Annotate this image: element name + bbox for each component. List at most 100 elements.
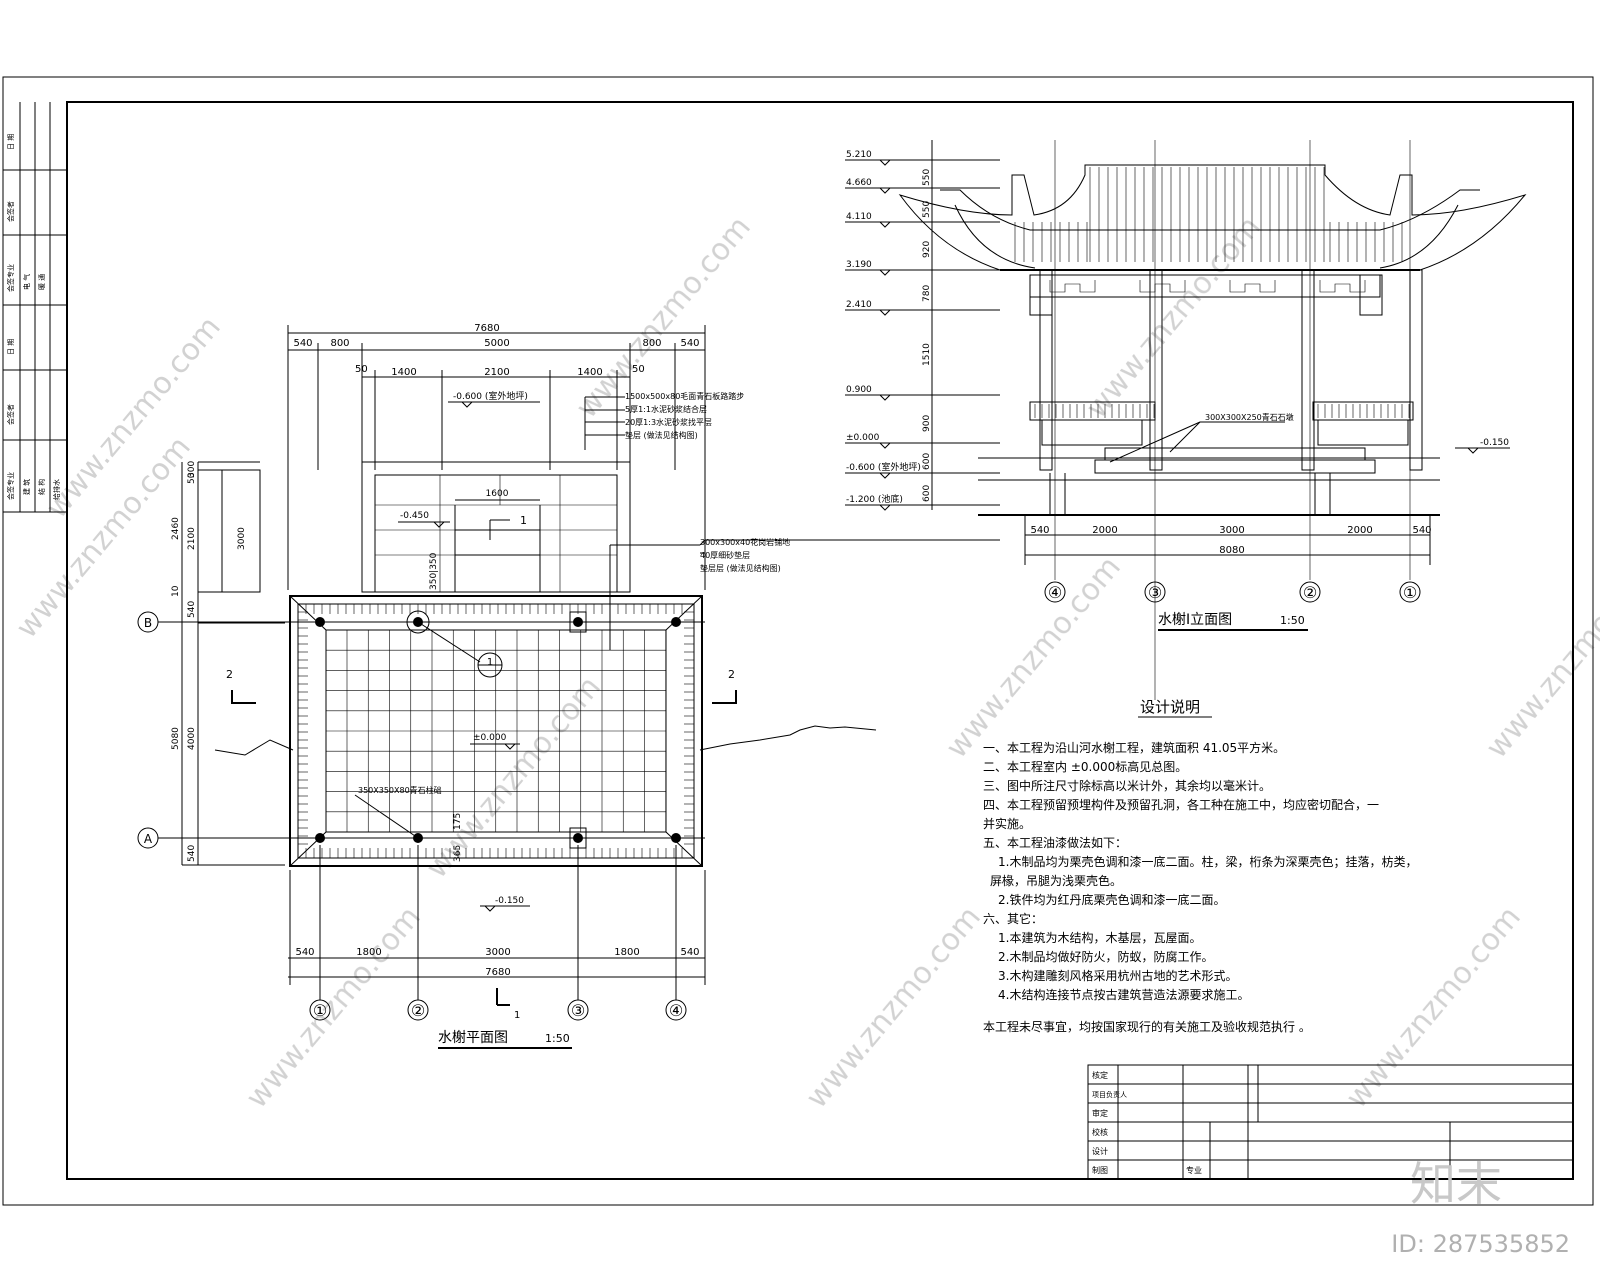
notes-line-13: 3.木构建雕刻风格采用杭州古地的艺术形式。 xyxy=(998,968,1237,983)
plan-note-top-2: 5厚1:1水泥砂浆结合层 xyxy=(625,404,707,414)
watermark-text-5: www.znzmo.com xyxy=(239,900,428,1115)
axis-bubble-a xyxy=(137,827,159,849)
plan-dim-left-d: 2100 xyxy=(187,527,197,550)
plan-level-out: -0.150 xyxy=(495,896,524,906)
plan-dim-left-g: 540 xyxy=(187,601,197,618)
strip-cell-plumb: 给排水 xyxy=(52,479,61,500)
elev-level-right: -0.150 xyxy=(1480,438,1509,448)
plan-terrain-right xyxy=(699,725,877,751)
plan-note-right-3: 垫层层 (做法见结构图) xyxy=(700,563,781,573)
plan-axis-1: ① xyxy=(313,1001,327,1020)
left-strip: 日 期 会签者 会签专业 电 气 暖 通 日 期 会签者 会签专业 建 筑 结 … xyxy=(3,102,67,513)
plan-axis-a: A xyxy=(144,832,153,846)
plan-dim-365: 365 xyxy=(453,845,463,862)
plan-note-top-4: 垫层 (做法见结构图) xyxy=(625,430,698,440)
plan-dim-bottom-total: 7680 xyxy=(485,967,510,978)
plan-section1-bottom: 1 xyxy=(514,1010,520,1021)
elev-vdim-5: 1510 xyxy=(922,343,932,366)
notes-line-1: 一、本工程为沿山河水榭工程，建筑面积 41.05平方米。 xyxy=(983,740,1285,755)
plan-dim-bottom-e: 540 xyxy=(680,947,699,958)
plan-dim-left-i: 4000 xyxy=(187,727,197,750)
notes-line-8: 屏椽，吊腿为浅栗壳色。 xyxy=(990,874,1122,888)
elev-vdim-1: 550 xyxy=(922,169,932,186)
plan-dim-inner-d: 1400 xyxy=(577,367,602,378)
plan-dim-total-top: 7680 xyxy=(474,323,499,334)
notes-line-7: 1.木制品均为栗壳色调和漆一底二面。柱，梁，桁条为深栗壳色；挂落，枋类， xyxy=(998,854,1417,869)
plan-dim-inner-c: 2100 xyxy=(484,367,509,378)
title-block: 核定 项目负责人 审定 校核 设计 制图 专业 xyxy=(1087,1064,1574,1180)
plan-dim-left-h: 5080 xyxy=(171,727,181,750)
railing xyxy=(298,604,694,858)
plan-axis-b: B xyxy=(144,616,152,630)
elevation-roof xyxy=(898,164,1527,271)
strip-cell-date1: 日 期 xyxy=(7,134,15,150)
watermark-layer: www.znzmo.com www.znzmo.com www.znzmo.co… xyxy=(9,210,1600,1115)
elev-vdim-7: 600 xyxy=(922,453,932,470)
plan-dim-bottom-b: 1800 xyxy=(356,947,381,958)
elevation-columns xyxy=(1039,269,1423,471)
elev-scale: 1:50 xyxy=(1280,614,1305,627)
plan-dim-inner-e: 50 xyxy=(632,364,645,375)
plan-dim-top-1: 540 xyxy=(293,338,312,349)
plan-dim-left-c: 2460 xyxy=(171,517,181,540)
elev-axis-1: ① xyxy=(1403,583,1417,602)
plan-dim-left-b: 300 xyxy=(187,461,197,478)
plan-dim-bottom-a: 540 xyxy=(295,947,314,958)
plan-dim-top-3: 5000 xyxy=(484,338,509,349)
notes-line-3: 三、图中所注尺寸除标高以米计外，其余均以毫米计。 xyxy=(983,778,1271,793)
plan-dim-175: 175 xyxy=(453,813,463,830)
strip-cell-date2: 日 期 xyxy=(7,339,15,355)
strip-cell-specialty1: 会签专业 xyxy=(6,264,15,292)
elev-hdim-1: 540 xyxy=(1030,525,1049,536)
plan-dim-inner-a: 50 xyxy=(355,364,368,375)
strip-cell-electric: 电 气 xyxy=(22,274,31,290)
elevation-benches xyxy=(1029,401,1414,446)
elev-level-3: 4.110 xyxy=(846,212,872,222)
elev-level-7: ±0.000 xyxy=(846,433,880,443)
plan-view: 7680 540 800 5000 800 540 50 1400 2100 1… xyxy=(137,323,1000,1049)
elev-vdim-3: 920 xyxy=(922,241,932,258)
notes-line-12: 2.木制品均做好防火，防蚁，防腐工作。 xyxy=(998,949,1213,964)
plan-level-stair: -0.450 xyxy=(400,511,429,521)
elev-vdim-8: 600 xyxy=(922,485,932,502)
plan-terrain-left xyxy=(214,739,294,756)
tb-row-4: 校核 xyxy=(1092,1127,1108,1137)
tb-row-2: 项目负责人 xyxy=(1092,1090,1127,1099)
plan-dim-top-2: 800 xyxy=(330,338,349,349)
pavilion-outline xyxy=(289,595,703,867)
notes-line-14: 4.木结构连接节点按古建筑营造法源要求施工。 xyxy=(998,987,1249,1002)
elev-level-1: 5.210 xyxy=(846,150,872,160)
watermark-brand: 知末 xyxy=(1410,1157,1502,1211)
plan-scale: 1:50 xyxy=(545,1032,570,1045)
watermark-text-10: www.znzmo.com xyxy=(1479,550,1600,765)
plan-level-floor: ±0.000 xyxy=(473,733,507,743)
plan-dim-bottom-c: 3000 xyxy=(485,947,510,958)
plan-dim-bottom-d: 1800 xyxy=(614,947,639,958)
elev-hdim-2: 2000 xyxy=(1092,525,1117,536)
plan-section-mark: 1 xyxy=(520,514,527,527)
plan-section2-right: 2 xyxy=(728,668,735,681)
elev-hdim-total: 8080 xyxy=(1219,545,1244,556)
plan-column-note: 350X350X80青石柱础 xyxy=(358,785,442,795)
inner-frame xyxy=(66,101,1574,1180)
notes-title: 设计说明 xyxy=(1140,698,1200,716)
plan-title: 水榭平面图 xyxy=(438,1030,508,1046)
elev-level-2: 4.660 xyxy=(846,178,872,188)
elev-title: 水榭Ⅰ立面图 xyxy=(1158,612,1232,628)
plan-dim-left-a: 50 xyxy=(187,472,197,484)
strip-cell-signer1: 会签者 xyxy=(6,201,15,222)
plan-axis-2: ② xyxy=(411,1001,425,1020)
elev-base-note: 300X300X250青石石墩 xyxy=(1205,412,1294,422)
plan-note-right-2: 40厚细砂垫层 xyxy=(700,550,750,560)
strip-cell-arch: 建 筑 xyxy=(22,479,31,495)
notes-line-2: 二、本工程室内 ±0.000标高见总图。 xyxy=(983,759,1187,774)
elev-level-9: -1.200 (池底) xyxy=(846,493,903,505)
watermark-id: ID: 287535852 xyxy=(1391,1230,1570,1258)
plan-center-ref: 1 xyxy=(487,657,493,668)
plan-level-top: -0.600 (室外地坪) xyxy=(453,390,528,402)
strip-cell-hvac: 暖 通 xyxy=(37,274,46,290)
elev-hdim-4: 2000 xyxy=(1347,525,1372,536)
plan-dim-350: 350|350 xyxy=(429,552,439,590)
plan-dim-left-e: 3000 xyxy=(237,527,247,550)
